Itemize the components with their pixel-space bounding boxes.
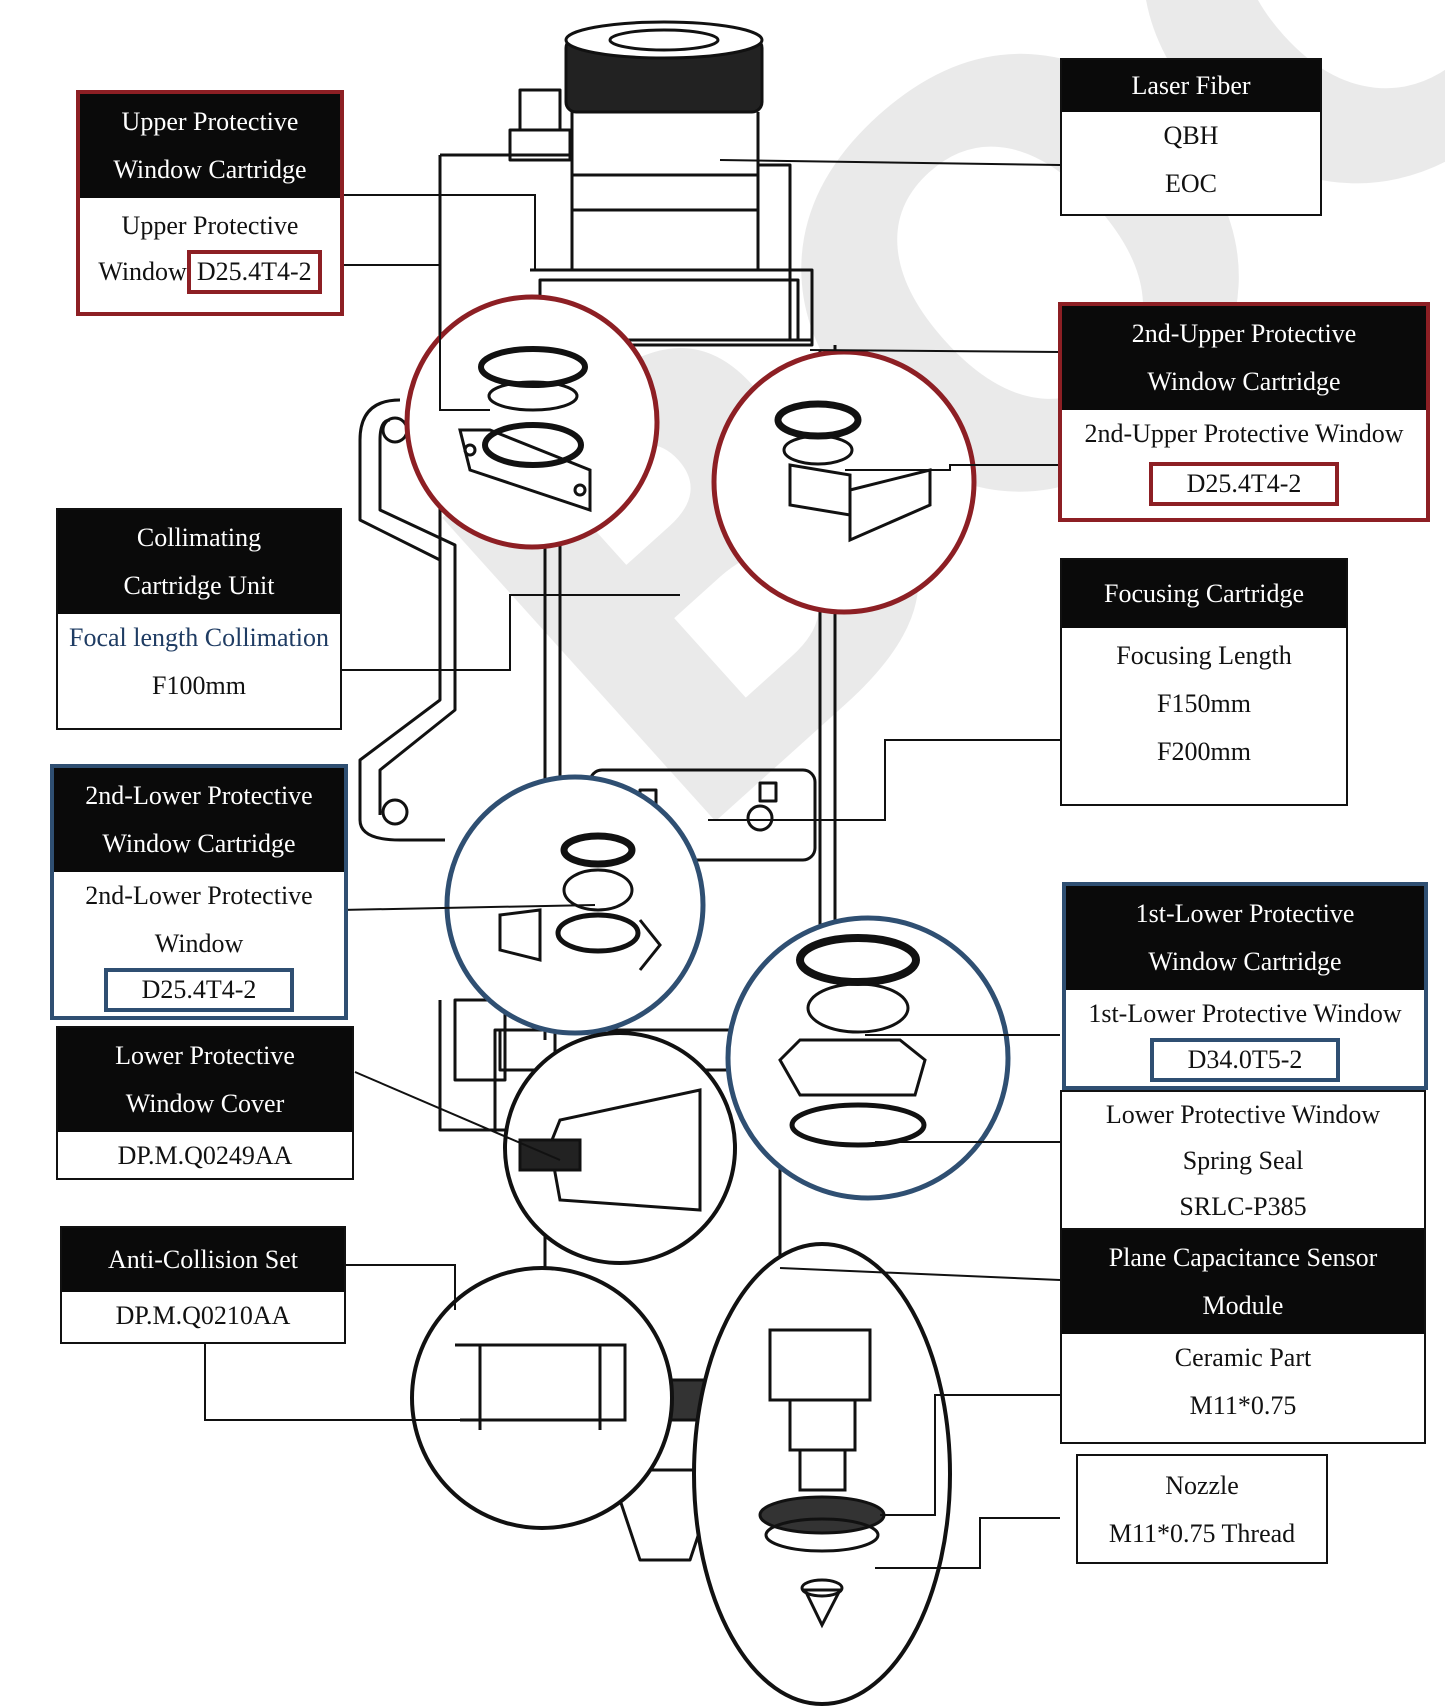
spring-seal-label: Lower Protective Window Spring Seal SRLC… bbox=[1060, 1090, 1426, 1230]
focusing-line2: F150mm bbox=[1157, 689, 1251, 718]
spring-seal-line1: Lower Protective Window bbox=[1105, 1100, 1381, 1129]
second-lower-spec: D25.4T4-2 bbox=[104, 968, 294, 1012]
first-lower-title: 1st-Lower Protective Window Cartridge bbox=[1066, 886, 1424, 990]
capacitance-line1: Ceramic Part bbox=[1174, 1343, 1312, 1372]
anti-collision-label: Anti-Collision Set DP.M.Q0210AA bbox=[60, 1226, 346, 1344]
second-upper-spec: D25.4T4-2 bbox=[1149, 462, 1339, 506]
laser-fiber-qbh: QBH bbox=[1163, 121, 1219, 150]
anti-collision-title: Anti-Collision Set bbox=[62, 1228, 344, 1292]
capacitance-sensor-label: Plane Capacitance Sensor Module Ceramic … bbox=[1060, 1228, 1426, 1444]
collimating-title: Collimating Cartridge Unit bbox=[58, 510, 340, 614]
collimating-line2: F100mm bbox=[152, 671, 246, 700]
focusing-line1: Focusing Length bbox=[1116, 641, 1292, 670]
upper-window-cartridge-label: Upper Protective Window Cartridge Upper … bbox=[76, 90, 344, 316]
focusing-cartridge-label: Focusing Cartridge Focusing Length F150m… bbox=[1060, 558, 1348, 806]
focusing-line3: F200mm bbox=[1157, 737, 1251, 766]
collimating-cartridge-label: Collimating Cartridge Unit Focal length … bbox=[56, 508, 342, 730]
lower-window-cover-label: Lower Protective Window Cover DP.M.Q0249… bbox=[56, 1026, 354, 1180]
second-lower-line1: 2nd-Lower Protective bbox=[85, 881, 313, 910]
laser-fiber-label: Laser Fiber QBH EOC bbox=[1060, 58, 1322, 216]
second-upper-title: 2nd-Upper Protective Window Cartridge bbox=[1062, 306, 1426, 410]
capacitance-line2: M11*0.75 bbox=[1189, 1391, 1297, 1420]
lower-cover-code: DP.M.Q0249AA bbox=[117, 1141, 293, 1170]
nozzle-label: Nozzle M11*0.75 Thread bbox=[1076, 1454, 1328, 1564]
second-upper-line1: 2nd-Upper Protective Window bbox=[1084, 419, 1404, 448]
second-lower-line2: Window bbox=[154, 929, 244, 958]
laser-fiber-title: Laser Fiber bbox=[1062, 60, 1320, 112]
second-upper-cartridge-label: 2nd-Upper Protective Window Cartridge 2n… bbox=[1058, 302, 1430, 522]
second-lower-cartridge-label: 2nd-Lower Protective Window Cartridge 2n… bbox=[50, 764, 348, 1020]
nozzle-line2: M11*0.75 Thread bbox=[1108, 1519, 1296, 1548]
first-lower-cartridge-label: 1st-Lower Protective Window Cartridge 1s… bbox=[1062, 882, 1428, 1090]
nozzle-line1: Nozzle bbox=[1165, 1471, 1239, 1500]
lower-cover-title: Lower Protective Window Cover bbox=[58, 1028, 352, 1132]
spring-seal-line2: Spring Seal bbox=[1182, 1146, 1304, 1175]
first-lower-spec: D34.0T5-2 bbox=[1150, 1038, 1340, 1082]
spring-seal-line3: SRLC-P385 bbox=[1179, 1192, 1307, 1221]
anti-collision-code: DP.M.Q0210AA bbox=[115, 1301, 291, 1330]
laser-fiber-eoc: EOC bbox=[1165, 169, 1217, 198]
upper-window-spec: D25.4T4-2 bbox=[186, 250, 322, 294]
upper-window-title: Upper Protective Window Cartridge bbox=[80, 94, 340, 198]
focusing-title: Focusing Cartridge bbox=[1062, 560, 1346, 628]
capacitance-title: Plane Capacitance Sensor Module bbox=[1062, 1230, 1424, 1334]
collimating-line1: Focal length Collimation bbox=[69, 623, 329, 652]
upper-window-line1: Upper Protective bbox=[121, 211, 299, 240]
second-lower-title: 2nd-Lower Protective Window Cartridge bbox=[54, 768, 344, 872]
first-lower-line1: 1st-Lower Protective Window bbox=[1088, 999, 1402, 1028]
